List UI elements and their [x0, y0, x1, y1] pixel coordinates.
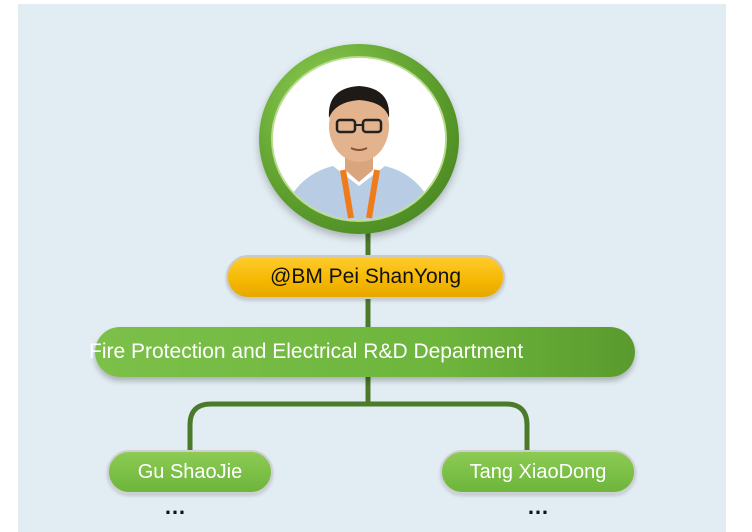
- manager-avatar: [259, 44, 459, 234]
- department-label: Fire Protection and Electrical R&D Depar…: [89, 327, 635, 377]
- person-photo-icon: [271, 56, 447, 222]
- child-more-ellipsis: …: [527, 494, 550, 519]
- child-node-tang-xiaodong: Tang XiaoDong: [440, 450, 636, 494]
- connector-branch: [187, 401, 530, 452]
- manager-name-label: @BM Pei ShanYong: [226, 255, 505, 299]
- child-more-ellipsis: …: [164, 494, 187, 519]
- child-node-gu-shaojie: Gu ShaoJie: [107, 450, 273, 494]
